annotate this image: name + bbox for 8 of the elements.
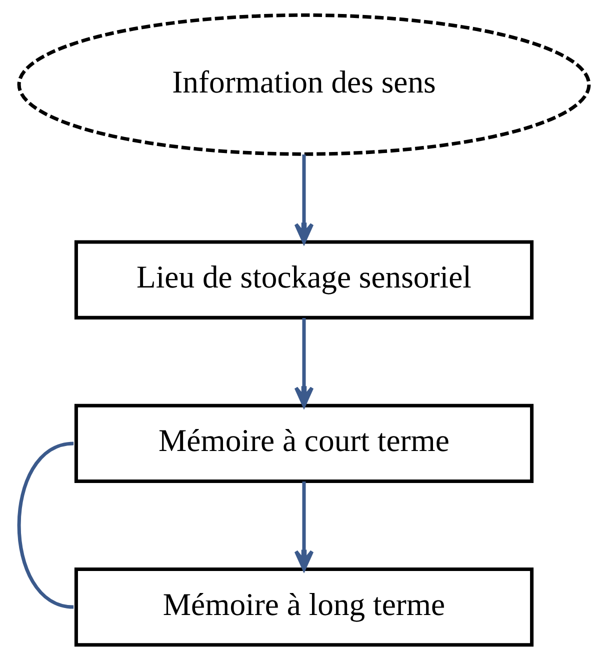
arrow xyxy=(294,482,314,571)
node-box: Mémoire à long terme xyxy=(74,567,534,647)
connector xyxy=(17,442,74,609)
node-ellipse: Information des sens xyxy=(17,13,591,156)
node-box: Mémoire à court terme xyxy=(74,404,534,484)
arrow xyxy=(294,318,314,408)
node-box: Lieu de stockage sensoriel xyxy=(74,240,534,320)
arrow xyxy=(294,154,314,244)
